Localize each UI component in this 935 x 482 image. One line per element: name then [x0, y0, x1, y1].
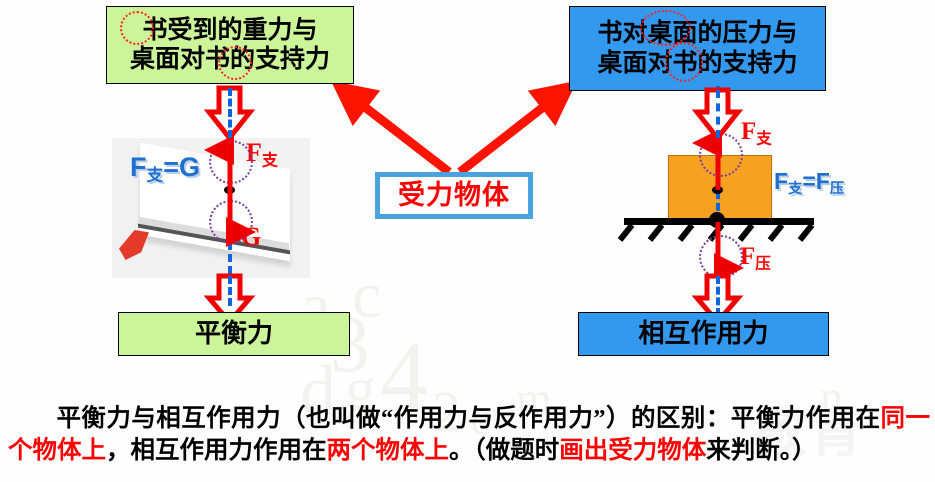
- concept-box-gravity-support[interactable]: 书受到的重力与 桌面对书的支持力: [106, 6, 354, 84]
- para-seg4-highlight: 两个物体上: [326, 436, 450, 464]
- right-force-up-label: F支: [741, 118, 772, 148]
- right-dash-overlay-top: [716, 90, 720, 138]
- right-contact-point-dot: [709, 212, 725, 228]
- center-box-force-receiving-object[interactable]: 受力物体: [375, 172, 533, 219]
- box-tl-line2: 桌面对书的支持力: [129, 46, 330, 73]
- para-seg2-highlight: 同一个物体上: [8, 404, 931, 464]
- left-circle-support-force: [209, 140, 253, 184]
- right-force-origin-dot: [712, 186, 723, 194]
- right-dash-overlay-bottom: [716, 276, 720, 316]
- book-ribbon: [119, 230, 149, 260]
- right-force-down-label: F压: [740, 243, 771, 273]
- watermark-brand: 教育: [753, 403, 865, 463]
- box-br-label: 相互作用力: [638, 318, 769, 348]
- book-photo: [112, 138, 310, 278]
- box-tr-line2: 桌面对书的支持力: [597, 49, 798, 77]
- center-box-label: 受力物体: [398, 179, 510, 210]
- result-box-interaction-forces[interactable]: 相互作用力: [578, 312, 829, 356]
- left-circle-gravity: [209, 200, 253, 244]
- right-circle-support-force: [699, 133, 743, 177]
- watermark-glyph: c: [352, 259, 382, 332]
- left-dash-overlay-bottom: [228, 276, 232, 306]
- para-seg5: 。（做题时: [449, 436, 560, 464]
- right-equation-label: F支=F压: [774, 168, 845, 197]
- para-seg3: ，相互作用力作用在: [106, 436, 327, 464]
- summary-paragraph: 平衡力与相互作用力（也叫做“作用力与反作用力”）的区别：平衡力作用在同一个物体上…: [8, 403, 930, 468]
- result-box-balanced-forces[interactable]: 平衡力: [118, 312, 350, 356]
- right-circle-pressure: [699, 235, 743, 279]
- box-tr-line1: 书对桌面的压力与: [597, 20, 798, 47]
- concept-box-pressure-support[interactable]: 书对桌面的压力与 桌面对书的支持力: [569, 6, 826, 91]
- left-equation-label: F支=G: [130, 152, 201, 185]
- left-force-origin-dot: [224, 186, 235, 194]
- right-axis-dashed-line: [716, 86, 720, 316]
- para-seg6-highlight: 画出受力物体: [559, 436, 707, 464]
- left-dash-overlay-top: [228, 88, 232, 138]
- para-seg1: 平衡力与相互作用力（也叫做“作用力与反作用力”）的区别：平衡力作用在: [56, 404, 881, 432]
- box-bl-label: 平衡力: [194, 318, 273, 348]
- para-seg7: 来判断。）: [706, 436, 817, 464]
- box-tl-line1: 书受到的重力与: [142, 16, 318, 44]
